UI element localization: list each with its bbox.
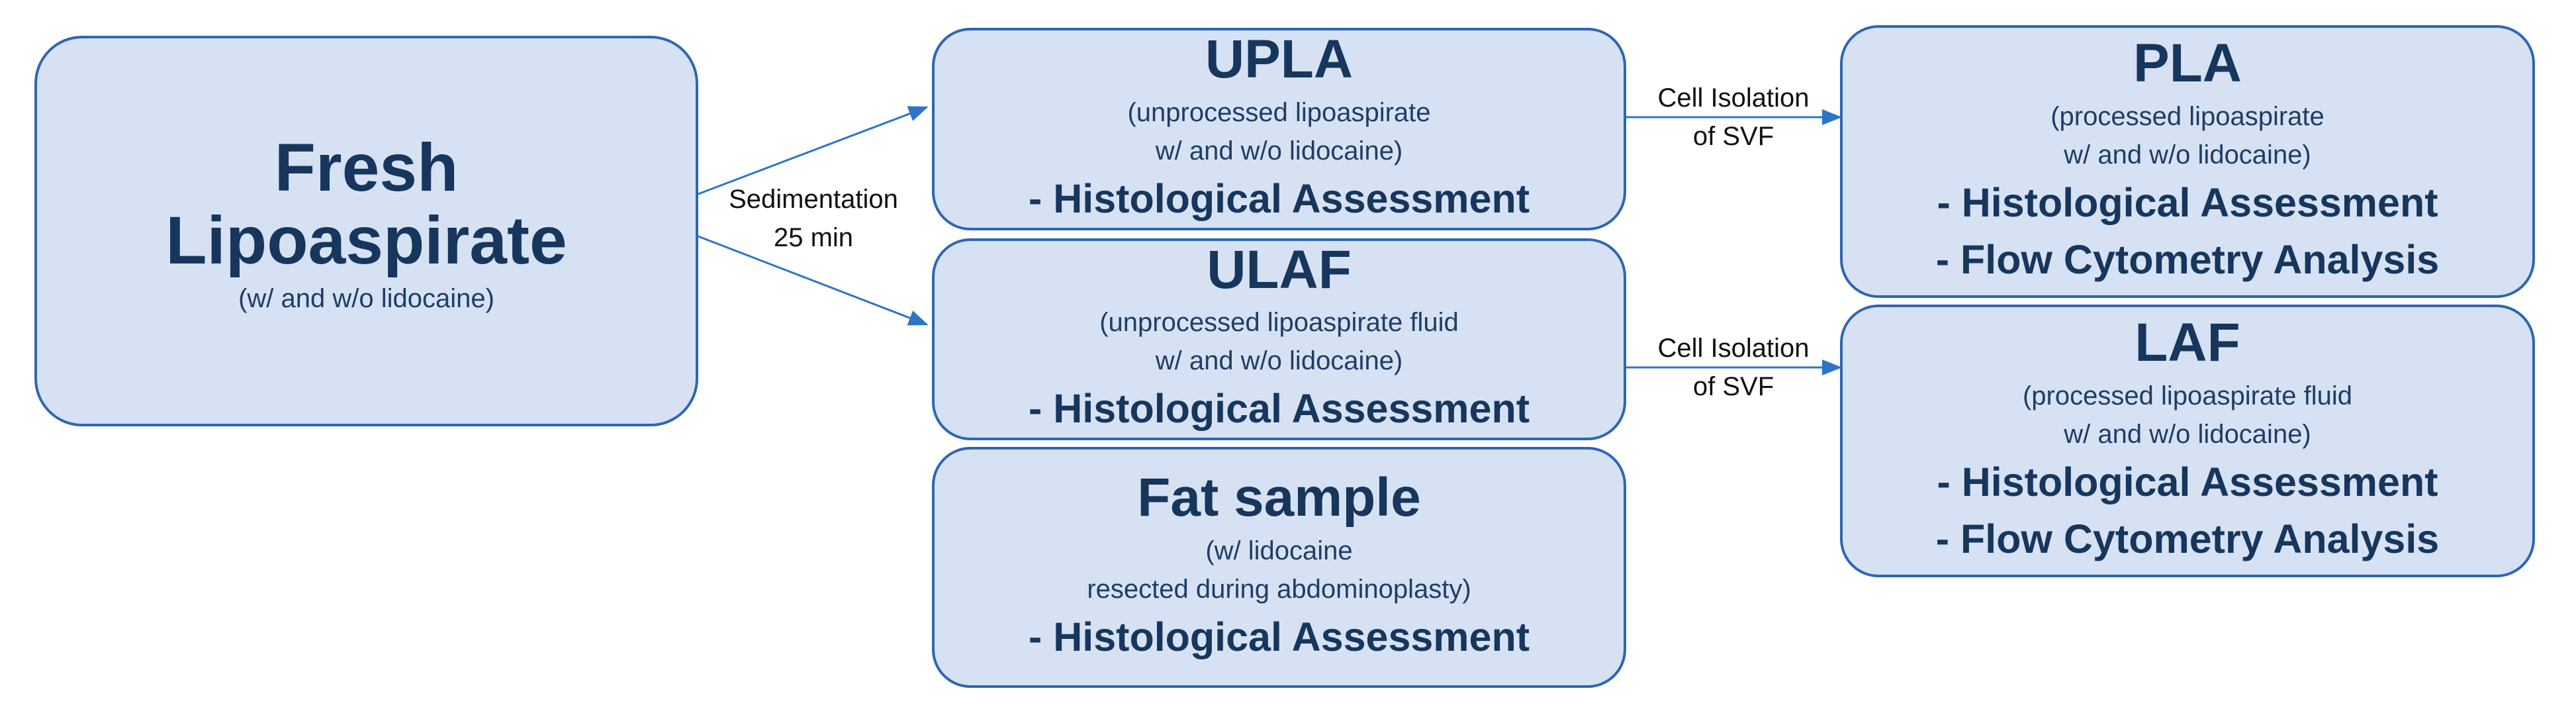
node-pla-subtitle-line1: (processed lipoaspirate	[2050, 101, 2324, 131]
node-laf-bullet-flow-cytometry: - Flow Cytometry Analysis	[1935, 516, 2440, 562]
edge-label-cell-isolation-bottom: Cell Isolation of SVF	[1640, 329, 1827, 406]
node-pla: PLA (processed lipoaspirate w/ and w/o l…	[1840, 25, 2535, 298]
edge-label-cell-isolation-top-line1: Cell Isolation	[1657, 83, 1810, 113]
edge-label-sedimentation-line2: 25 min	[773, 223, 854, 252]
node-laf-subtitle-line1: (processed lipoaspirate fluid	[2022, 381, 2353, 410]
node-upla-subtitle-line1: (unprocessed lipoaspirate	[1127, 97, 1431, 127]
node-upla-subtitle-line2: w/ and w/o lidocaine)	[1155, 136, 1403, 166]
node-upla: UPLA (unprocessed lipoaspirate w/ and w/…	[932, 28, 1626, 230]
node-fresh-title-line1: Fresh	[274, 129, 459, 205]
node-pla-bullet-histological: - Histological Assessment	[1937, 179, 2438, 225]
node-fat-sample: Fat sample (w/ lidocaine resected during…	[932, 447, 1626, 688]
node-pla-bullet-flow-cytometry: - Flow Cytometry Analysis	[1935, 237, 2440, 283]
node-fresh-lipoaspirate: Fresh Lipoaspirate (w/ and w/o lidocaine…	[34, 36, 698, 426]
node-laf-bullet-histological: - Histological Assessment	[1937, 459, 2438, 504]
arrow-fresh-to-upla	[698, 106, 929, 195]
node-laf: LAF (processed lipoaspirate fluid w/ and…	[1840, 305, 2535, 577]
arrow-fresh-to-ulaf	[698, 235, 929, 326]
edge-label-cell-isolation-top: Cell Isolation of SVF	[1640, 79, 1827, 156]
edge-label-cell-isolation-bottom-line1: Cell Isolation	[1657, 334, 1810, 363]
edge-label-sedimentation-line1: Sedimentation	[729, 185, 898, 214]
node-pla-subtitle-line2: w/ and w/o lidocaine)	[2064, 140, 2311, 169]
node-fat-subtitle-line2: resected during abdominoplasty)	[1087, 574, 1471, 604]
node-pla-title: PLA	[2133, 33, 2242, 94]
node-ulaf-title: ULAF	[1207, 239, 1352, 300]
node-ulaf-subtitle-line2: w/ and w/o lidocaine)	[1155, 346, 1403, 376]
node-laf-title: LAF	[2135, 312, 2240, 373]
node-upla-bullet-histological: - Histological Assessment	[1028, 175, 1530, 221]
node-fat-bullet-histological: - Histological Assessment	[1028, 614, 1530, 659]
node-fat-title: Fat sample	[1137, 467, 1421, 528]
node-laf-subtitle-line2: w/ and w/o lidocaine)	[2064, 419, 2311, 449]
node-upla-title: UPLA	[1205, 29, 1354, 90]
edge-label-sedimentation: Sedimentation 25 min	[727, 180, 900, 257]
node-fresh-subtitle: (w/ and w/o lidocaine)	[238, 284, 494, 314]
node-ulaf-bullet-histological: - Histological Assessment	[1028, 386, 1530, 432]
node-fat-subtitle-line1: (w/ lidocaine	[1205, 536, 1353, 565]
node-ulaf: ULAF (unprocessed lipoaspirate fluid w/ …	[932, 238, 1626, 440]
node-fresh-title-line2: Lipoaspirate	[165, 203, 567, 278]
edge-label-cell-isolation-bottom-line2: of SVF	[1692, 372, 1774, 401]
node-ulaf-subtitle-line1: (unprocessed lipoaspirate fluid	[1099, 308, 1459, 338]
edge-label-cell-isolation-top-line2: of SVF	[1692, 122, 1774, 151]
